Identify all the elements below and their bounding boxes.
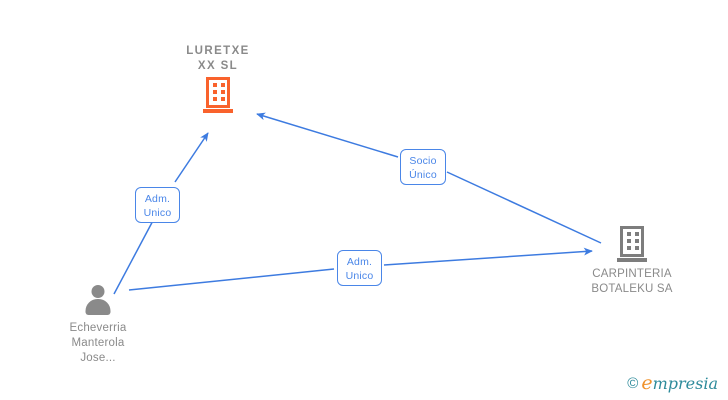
edge-label-socio-unico[interactable]: Socio Único bbox=[400, 149, 446, 185]
edge-label-adm-unico-luretxe[interactable]: Adm. Unico bbox=[135, 187, 180, 223]
node-echeverria-manterola-jose[interactable]: Echeverria Manterola Jose... bbox=[23, 284, 173, 366]
building-icon bbox=[617, 226, 647, 262]
node-echeverria-label: Echeverria Manterola Jose... bbox=[69, 322, 127, 364]
node-carpinteria-label: CARPINTERIA BOTALEKU SA bbox=[591, 268, 673, 295]
edge-line-socio-unico-arrow bbox=[256, 112, 399, 158]
empresia-watermark: © empresia bbox=[627, 372, 718, 394]
node-luretxe-xx-sl[interactable]: LURETXE XX SL bbox=[143, 44, 293, 113]
edge-label-adm-unico-carpinteria[interactable]: Adm. Unico bbox=[337, 250, 382, 286]
person-icon bbox=[82, 284, 114, 316]
brand-initial: e bbox=[641, 372, 653, 394]
edge-line-adm-unico-luretxe bbox=[113, 214, 157, 295]
node-carpinteria-botaleku-sa[interactable]: CARPINTERIA BOTALEKU SA bbox=[557, 226, 707, 297]
brand-wordmark: empresia bbox=[641, 372, 718, 394]
brand-rest: mpresia bbox=[652, 374, 718, 393]
copyright-icon: © bbox=[627, 375, 639, 392]
edge-line-adm-unico-luretxe-arrow bbox=[174, 132, 209, 183]
building-icon bbox=[203, 77, 233, 113]
node-luretxe-label: LURETXE XX SL bbox=[186, 45, 250, 72]
